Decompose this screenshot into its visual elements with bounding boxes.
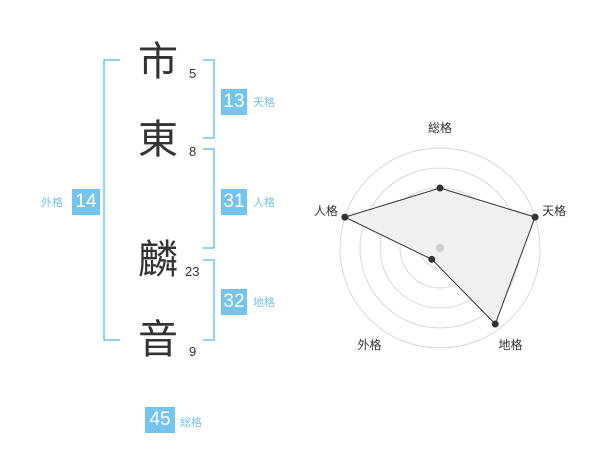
chikaku-bracket [203, 259, 215, 341]
tenkaku-bracket [203, 59, 215, 139]
radar-point-4 [428, 255, 436, 263]
name-char-3: 麟 [138, 237, 178, 283]
radar-point-1 [436, 184, 444, 192]
radar-axis-label-2: 天格 [542, 203, 566, 218]
radar-point-3 [491, 320, 499, 328]
radar-points [341, 184, 539, 328]
tenkaku-badge: 13 [221, 89, 247, 115]
name-char-2: 東 [138, 117, 178, 163]
radar-point-2 [531, 213, 539, 221]
gaikaku-badge: 14 [72, 189, 100, 215]
stroke-count-4: 9 [189, 344, 197, 359]
radar-axis-label-4: 外格 [357, 337, 381, 352]
stroke-count-1: 5 [189, 66, 197, 81]
radar-center-dot [436, 244, 444, 252]
gaikaku-bracket [103, 59, 120, 341]
name-char-4: 音 [138, 317, 178, 363]
soukaku-badge: 45 [145, 407, 175, 433]
jinkaku-bracket [203, 148, 215, 249]
jinkaku-label: 人格 [253, 196, 275, 209]
chikaku-label: 地格 [253, 296, 275, 309]
jinkaku-badge: 31 [221, 189, 247, 215]
soukaku-label: 総格 [180, 416, 202, 429]
name-char-1: 市 [138, 39, 178, 85]
stroke-count-3: 23 [185, 264, 200, 279]
stroke-count-2: 8 [189, 144, 197, 159]
radar-axis-label-1: 総格 [428, 120, 452, 135]
radar-area [343, 187, 536, 325]
chikaku-badge: 32 [221, 289, 247, 315]
gaikaku-label: 外格 [41, 196, 63, 209]
radar-point-5 [341, 213, 349, 221]
radar-axis-label-5: 人格 [314, 203, 338, 218]
tenkaku-label: 天格 [253, 96, 275, 109]
radar-axis-label-3: 地格 [499, 337, 523, 352]
